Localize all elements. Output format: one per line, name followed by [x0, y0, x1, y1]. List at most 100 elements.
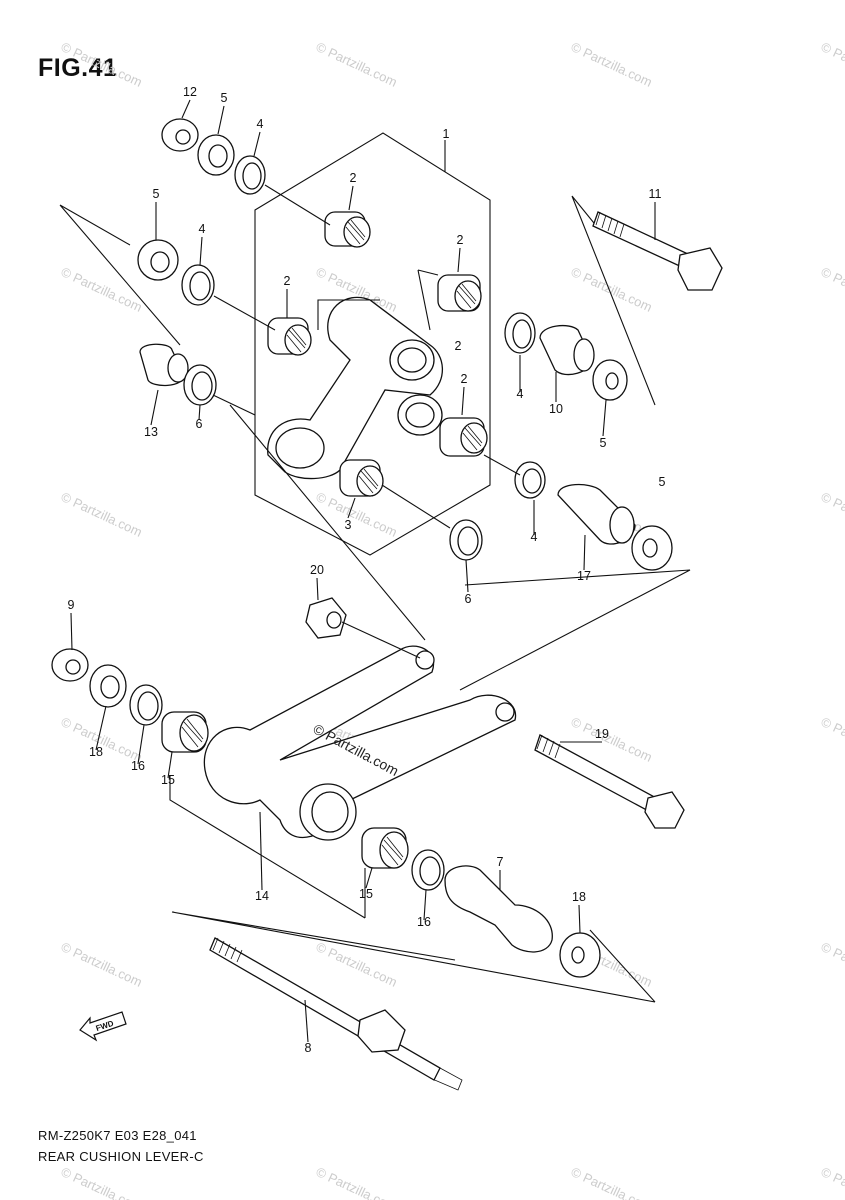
callout-leader-line	[198, 404, 201, 421]
bearing-2-d	[439, 417, 488, 457]
callout-leader-line	[348, 185, 354, 211]
washer-18-right	[559, 932, 601, 978]
seal-6-left	[183, 364, 217, 406]
callout-leader-line	[304, 999, 309, 1043]
callout-6: 6	[465, 592, 472, 606]
nut-12	[161, 118, 199, 152]
callout-8: 8	[305, 1041, 312, 1055]
callout-leader-line	[253, 131, 261, 157]
diagram-title: REAR CUSHION LEVER-C	[38, 1149, 204, 1164]
callout-leader-line	[583, 534, 586, 571]
cushion-lever-body	[267, 296, 443, 480]
bearing-3	[339, 459, 384, 497]
axis-left	[213, 295, 276, 331]
callout-leader-line	[365, 867, 373, 889]
callout-leader-line	[217, 105, 225, 135]
axis-20	[341, 621, 421, 659]
background-watermark: © Partzilla.com	[569, 39, 655, 90]
callout-leader-line	[70, 612, 73, 651]
callout-leaders	[70, 99, 656, 1043]
callout-leader-line	[137, 724, 145, 765]
callout-2: 2	[284, 274, 291, 288]
callout-17: 17	[577, 569, 591, 583]
bearing-2-c	[267, 317, 312, 356]
seal-6-lower	[449, 519, 483, 561]
callout-10: 10	[549, 402, 563, 416]
callout-13: 13	[144, 425, 158, 439]
callout-leader-line	[316, 577, 319, 601]
background-watermark: © Partzilla.com	[59, 1164, 145, 1200]
washer-5-top	[197, 134, 235, 176]
figure-label: FIG.41	[38, 54, 118, 82]
callout-4: 4	[531, 530, 538, 544]
callout-2: 2	[455, 339, 462, 353]
nut-9	[51, 648, 89, 682]
callout-4: 4	[517, 387, 524, 401]
background-watermark: © Partzilla.com	[819, 1164, 845, 1200]
callout-16: 16	[131, 759, 145, 773]
callout-leader-line	[578, 904, 581, 934]
callout-3: 3	[345, 518, 352, 532]
callout-leader-line	[465, 559, 469, 593]
spacer-7	[444, 865, 553, 953]
axis-top	[264, 184, 331, 226]
callout-6: 6	[196, 417, 203, 431]
cushion-rod-14	[203, 645, 517, 841]
background-watermark: © Partzilla.com	[314, 39, 400, 90]
background-watermark: © Partzilla.com	[819, 489, 845, 540]
background-watermark: © Partzilla.com	[569, 264, 655, 315]
seal-4-left	[181, 264, 215, 306]
spacer-17	[557, 483, 636, 545]
callout-leader-line	[602, 399, 607, 437]
bolt-8	[209, 937, 463, 1091]
callout-4: 4	[199, 222, 206, 236]
callout-5: 5	[659, 475, 666, 489]
seal-16-left	[129, 684, 163, 726]
callout-20: 20	[310, 563, 324, 577]
callout-leader-line	[423, 889, 427, 921]
callout-leader-line	[181, 99, 191, 119]
callout-12: 12	[183, 85, 197, 99]
bearing-2-b	[437, 274, 482, 312]
callout-5: 5	[600, 436, 607, 450]
callout-19: 19	[595, 727, 609, 741]
spacer-13	[139, 343, 189, 387]
callout-1: 1	[443, 127, 450, 141]
callout-leader-line	[457, 247, 461, 273]
background-watermark: © Partzilla.com	[59, 39, 145, 90]
callout-leader-line	[167, 751, 173, 779]
callout-leader-line	[95, 705, 107, 751]
bracket-left	[59, 204, 181, 346]
background-watermark: © Partzilla.com	[569, 1164, 655, 1200]
seal-4-top	[234, 155, 266, 195]
bolt-11	[592, 211, 723, 291]
bearing-2-a	[324, 211, 371, 248]
callout-2: 2	[350, 171, 357, 185]
bolt-19	[534, 734, 685, 829]
background-watermark: © Partzilla.com	[819, 39, 845, 90]
callout-leader-line	[150, 389, 159, 426]
assembly-lines-upper	[212, 269, 691, 691]
background-watermark: © Partzilla.com	[819, 939, 845, 990]
assembly-lines-lower	[169, 775, 656, 1003]
bearing-15-left	[161, 711, 209, 753]
callout-16: 16	[417, 915, 431, 929]
callout-2: 2	[461, 372, 468, 386]
watermark-layer: © Partzilla.com © Partzilla.com © Partzill…	[59, 39, 845, 1200]
washer-5-lower	[631, 525, 673, 571]
background-watermark: © Partzilla.com	[59, 939, 145, 990]
nut-20	[305, 597, 347, 639]
callout-15: 15	[359, 887, 373, 901]
callout-leader-line	[259, 811, 263, 891]
background-watermark: © Partzilla.com	[819, 264, 845, 315]
front-arrow-icon: FWD	[79, 1011, 127, 1042]
callout-18: 18	[89, 745, 103, 759]
seal-16-right	[411, 849, 445, 891]
callout-5: 5	[221, 91, 228, 105]
callout-18: 18	[572, 890, 586, 904]
background-watermark: © Partzilla.com	[59, 489, 145, 540]
seal-4-lower	[514, 461, 546, 499]
callout-leader-line	[199, 236, 203, 266]
callout-7: 7	[497, 855, 504, 869]
